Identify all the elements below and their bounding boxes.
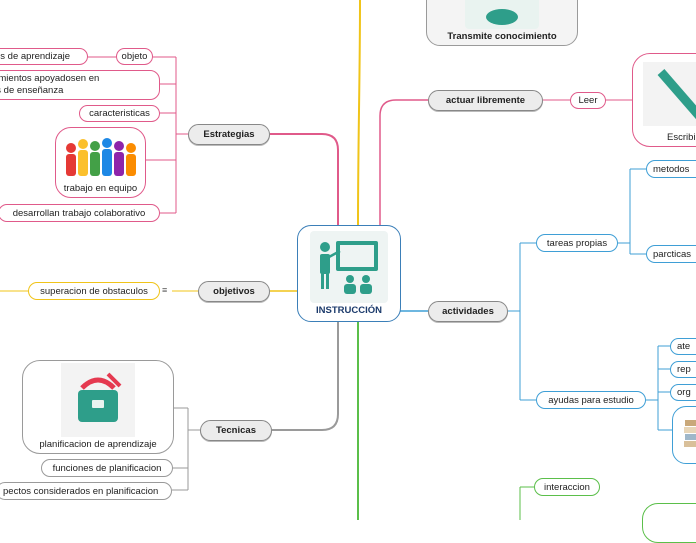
estrategias-node[interactable]: Estrategias xyxy=(188,124,270,145)
escribir-label: Escribi xyxy=(667,132,696,143)
leer-label: Leer xyxy=(578,95,598,106)
pencil-icon xyxy=(643,62,696,126)
superacion-obstaculos-node[interactable]: superacion de obstaculos xyxy=(28,282,160,300)
escribir-node[interactable]: Escribi xyxy=(632,53,696,147)
tareas-propias-label: tareas propias xyxy=(546,237,608,249)
tareas-propias-node[interactable]: tareas propias xyxy=(536,234,618,252)
ayudas-estudio-label: ayudas para estudio xyxy=(548,394,634,406)
atencion-node[interactable]: ate xyxy=(670,338,696,355)
trabajo-en-equipo-label: trabajo en equipo xyxy=(63,183,138,194)
parcticas-node[interactable]: parcticas xyxy=(646,245,696,263)
tecnicas-node[interactable]: Tecnicas xyxy=(200,420,272,441)
superacion-obstaculos-label: superacion de obstaculos xyxy=(40,285,148,297)
books-image-node[interactable] xyxy=(672,406,696,464)
objeto-node[interactable]: objeto xyxy=(116,48,153,65)
atencion-label: ate xyxy=(677,341,691,352)
transmite-conocimiento-label: Transmite conocimiento xyxy=(447,31,557,42)
objetivos-node[interactable]: objetivos xyxy=(198,281,270,302)
repaso-label: rep xyxy=(677,364,691,375)
caracteristicas-label: caracteristicas xyxy=(89,108,150,119)
notes-icon[interactable]: ≡ xyxy=(162,285,168,295)
green-image-node[interactable] xyxy=(642,503,696,543)
metodos-node[interactable]: metodos xyxy=(646,160,696,178)
objetivos-label: objetivos xyxy=(213,286,255,297)
center-label: INSTRUCCIÓN xyxy=(316,305,382,316)
repaso-node[interactable]: rep xyxy=(670,361,696,378)
objeto-label: objeto xyxy=(121,51,148,62)
procedimientos-node[interactable]: dimientos apoyadosen en as de enseñanza xyxy=(0,70,160,100)
transmite-conocimiento-node[interactable]: Transmite conocimiento xyxy=(426,0,578,46)
organizacion-node[interactable]: org xyxy=(670,384,696,401)
team-people-icon xyxy=(63,134,139,180)
funciones-planificacion-label: funciones de planificacion xyxy=(52,462,162,474)
caracteristicas-node[interactable]: caracteristicas xyxy=(79,105,160,122)
organizacion-label: org xyxy=(677,387,691,398)
planificacion-aprendizaje-node[interactable]: planificacion de aprendizaje xyxy=(22,360,174,454)
funciones-planificacion-node[interactable]: funciones de planificacion xyxy=(41,459,173,477)
actuar-libremente-node[interactable]: actuar libremente xyxy=(428,90,543,111)
aprendizaje-objetos-label: os de aprendizaje xyxy=(0,51,70,62)
interaccion-label: interaccion xyxy=(544,481,590,493)
teacher-classroom-icon xyxy=(310,231,388,303)
trabajo-colaborativo-label: desarrollan trabajo colaborativo xyxy=(12,207,146,219)
interaccion-node[interactable]: interaccion xyxy=(534,478,600,496)
aspectos-planificacion-node[interactable]: pectos considerados en planificacion xyxy=(0,482,172,500)
actividades-label: actividades xyxy=(442,306,494,317)
actuar-libremente-label: actuar libremente xyxy=(445,95,526,106)
trabajo-en-equipo-node[interactable]: trabajo en equipo xyxy=(55,127,146,198)
ayudas-estudio-node[interactable]: ayudas para estudio xyxy=(536,391,646,409)
aprendizaje-objetos-node[interactable]: os de aprendizaje xyxy=(0,48,88,65)
briefcase-icon xyxy=(61,363,135,437)
metodos-label: metodos xyxy=(653,163,690,175)
center-node-instruccion[interactable]: INSTRUCCIÓN xyxy=(297,225,401,322)
tecnicas-label: Tecnicas xyxy=(216,425,256,436)
aspectos-planificacion-label: pectos considerados en planificacion xyxy=(3,485,159,497)
estrategias-label: Estrategias xyxy=(203,129,255,140)
books-icon xyxy=(683,414,696,457)
procedimientos-label: dimientos apoyadosen en as de enseñanza xyxy=(0,73,100,96)
parcticas-label: parcticas xyxy=(653,248,692,260)
brain-icon xyxy=(465,0,539,29)
trabajo-colaborativo-node[interactable]: desarrollan trabajo colaborativo xyxy=(0,204,160,222)
leer-node[interactable]: Leer xyxy=(570,92,606,109)
connector-lines xyxy=(0,0,672,520)
planificacion-aprendizaje-label: planificacion de aprendizaje xyxy=(39,439,157,450)
actividades-node[interactable]: actividades xyxy=(428,301,508,322)
